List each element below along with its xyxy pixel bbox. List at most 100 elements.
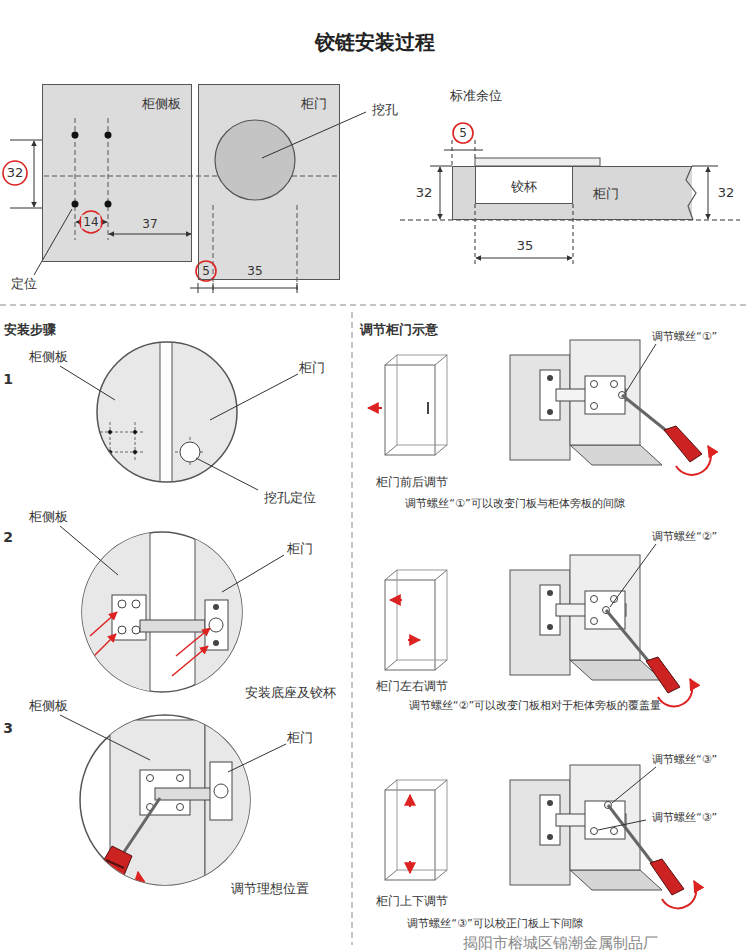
cabinet-sketch — [397, 780, 447, 870]
part-label: 定位 — [11, 276, 37, 292]
detail-circle — [118, 600, 126, 608]
part-label: 挖孔定位 — [264, 490, 316, 506]
dimension-line — [10, 140, 298, 293]
door-panel: 柜门 — [198, 84, 340, 280]
node-label: 柜门 — [593, 186, 619, 202]
screw-label: 调节螺丝“③” — [652, 811, 717, 824]
leader-line — [262, 112, 366, 158]
door-profile — [686, 166, 696, 220]
detail-circle — [210, 762, 232, 820]
callout-ring — [80, 211, 102, 233]
part-label: 柜侧板 — [29, 349, 68, 365]
hinge-closeup — [547, 624, 553, 630]
detail-circle — [60, 530, 150, 700]
detail-circle — [209, 618, 223, 632]
hinge-closeup — [510, 765, 696, 908]
screw-label: 调节螺丝“②” — [652, 530, 717, 543]
drill-dot — [72, 132, 112, 208]
callout-ring — [3, 123, 473, 281]
detail-circle — [205, 720, 265, 890]
hinge-closeup — [591, 596, 598, 603]
node-label: 柜侧板 — [142, 96, 181, 112]
cabinet-sketch — [390, 599, 402, 601]
cabinet-sketch — [409, 861, 411, 873]
cabinet-sketch — [397, 570, 447, 660]
step-caption: 安装底座及铰杯 — [245, 685, 336, 701]
leader-line — [60, 366, 115, 400]
dimension-line — [573, 204, 574, 266]
detail-circle — [118, 626, 126, 634]
node-label: 铰杯 — [511, 179, 537, 195]
node-label: 柜门 — [301, 96, 327, 112]
leader-line — [34, 112, 366, 275]
hinge-closeup — [676, 446, 711, 475]
detail-circle — [90, 612, 117, 636]
cabinet-sketch — [408, 639, 420, 641]
center-line — [44, 176, 338, 177]
dimension-line — [708, 167, 709, 219]
hinge-closeup — [622, 395, 668, 432]
leader-line — [598, 344, 656, 830]
hinge-closeup — [591, 381, 598, 388]
section-heading: 调节柜门示意 — [360, 322, 438, 338]
detail-circle — [110, 422, 111, 462]
detail-circle-outline — [97, 342, 237, 482]
dimension-line — [475, 140, 476, 158]
hinge-closeup — [658, 679, 692, 706]
dimension-value: 35 — [245, 264, 264, 278]
door-profile — [475, 166, 573, 204]
dimension-value: 32 — [416, 185, 433, 201]
hinge-closeup — [585, 591, 625, 629]
dimension-line — [10, 140, 42, 141]
hinge-closeup — [591, 618, 598, 625]
hinge-closeup — [510, 780, 570, 885]
detail-circle — [135, 422, 136, 462]
step-caption: 调节理想位置 — [231, 881, 309, 897]
step-number: 3 — [3, 720, 13, 737]
section-heading: 安装步骤 — [4, 322, 56, 338]
detail-circle — [108, 430, 112, 434]
hinge-closeup — [591, 403, 598, 410]
detail-circle — [90, 612, 210, 676]
detail-circle — [172, 646, 208, 676]
detail-circle — [124, 798, 160, 852]
hinge-closeup — [650, 859, 684, 895]
hinge-closeup — [608, 805, 654, 865]
leader-line — [626, 344, 656, 392]
adjust-note: 调节螺丝“②”可以改变门板相对于柜体旁板的覆盖量 — [409, 699, 661, 712]
part-label: 标准余位 — [450, 88, 502, 104]
detail-circle — [213, 604, 219, 610]
detail-circle — [98, 846, 132, 880]
adjust-note: 调节螺丝“①”可以改变门板与柜体旁板的间隙 — [405, 497, 624, 510]
cabinet-sketch — [385, 790, 435, 880]
cabinet-sketch — [368, 407, 382, 409]
dimension-value: 35 — [515, 238, 536, 254]
detail-circle — [132, 600, 140, 608]
dimension-line — [198, 283, 199, 293]
part-label: 柜门 — [287, 541, 313, 557]
door-profile — [452, 158, 696, 220]
detail-circle — [132, 626, 140, 634]
detail-circle — [60, 530, 265, 700]
part-label: 柜侧板 — [29, 698, 68, 714]
dimension-line — [10, 208, 42, 209]
hinge-closeup — [510, 340, 711, 475]
adjust-heading: 柜门左右调节 — [376, 679, 448, 693]
detail-circle — [213, 640, 219, 646]
part-label: 挖孔 — [372, 102, 398, 118]
detail-circle — [155, 788, 217, 800]
detail-circle — [214, 784, 228, 798]
cup-hole — [215, 120, 295, 200]
divider — [352, 312, 353, 945]
cabinet-sketch — [409, 795, 411, 807]
dimension-line — [444, 150, 483, 151]
cup-hole — [215, 120, 295, 200]
cabinet-sketch — [385, 780, 447, 880]
detail-circle — [106, 860, 124, 868]
hinge-closeup — [611, 828, 618, 835]
detail-circle — [133, 450, 137, 454]
detail-circle — [60, 330, 160, 500]
drill-dot — [105, 132, 112, 139]
dimension-value: 14 — [81, 215, 100, 229]
